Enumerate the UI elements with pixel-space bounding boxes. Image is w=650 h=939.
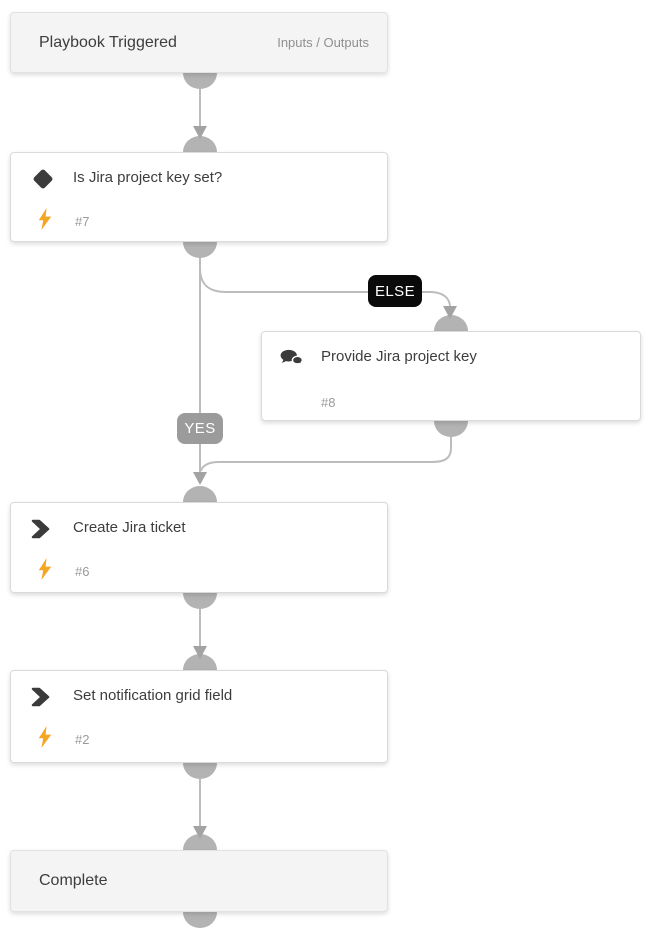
node-decision-is-jira-project-key-set[interactable]: Is Jira project key set? #7 [10, 152, 388, 242]
connection-port[interactable] [183, 486, 217, 502]
connection-port[interactable] [434, 315, 468, 331]
connection-port[interactable] [434, 421, 468, 437]
node-title: Is Jira project key set? [73, 169, 223, 186]
connection-port[interactable] [183, 763, 217, 779]
lightning-bolt-icon [38, 558, 53, 580]
connection-port[interactable] [183, 136, 217, 152]
decision-diamond-icon [31, 166, 57, 192]
edge-label-yes[interactable]: YES [177, 413, 223, 444]
edge-decision-else [199, 256, 451, 309]
connection-port[interactable] [183, 912, 217, 928]
node-ref: #7 [75, 214, 90, 229]
lightning-bolt-icon [38, 208, 53, 230]
arrowhead-icon [193, 826, 207, 839]
chat-bubbles-icon [279, 346, 305, 372]
node-set-notification-grid-field[interactable]: Set notification grid field #2 [10, 670, 388, 763]
node-title: Provide Jira project key [321, 348, 477, 365]
action-chevron-icon [31, 684, 57, 710]
arrowhead-icon [193, 472, 207, 485]
node-title: Set notification grid field [73, 687, 233, 704]
arrowhead-icon [443, 306, 457, 319]
node-title: Complete [39, 872, 108, 889]
node-playbook-triggered[interactable]: Playbook Triggered Inputs / Outputs [10, 12, 388, 73]
node-title: Create Jira ticket [73, 519, 186, 536]
node-ref: #8 [321, 395, 336, 410]
node-ref: #2 [75, 732, 90, 747]
inputs-outputs-link[interactable]: Inputs / Outputs [277, 35, 369, 50]
node-create-jira-ticket[interactable]: Create Jira ticket #6 [10, 502, 388, 593]
edge-prompt-merge [200, 437, 452, 472]
edge-label-else[interactable]: ELSE [368, 275, 422, 307]
node-provide-jira-project-key[interactable]: Provide Jira project key #8 [261, 331, 641, 421]
connection-port[interactable] [183, 593, 217, 609]
node-title: Playbook Triggered [39, 33, 177, 51]
connection-port[interactable] [183, 834, 217, 850]
node-complete[interactable]: Complete [10, 850, 388, 912]
action-chevron-icon [31, 516, 57, 542]
connection-port[interactable] [183, 242, 217, 258]
arrowhead-icon [193, 126, 207, 139]
arrowhead-icon [193, 646, 207, 659]
connection-port[interactable] [183, 654, 217, 670]
node-ref: #6 [75, 564, 90, 579]
connection-port[interactable] [183, 73, 217, 89]
lightning-bolt-icon [38, 726, 53, 748]
